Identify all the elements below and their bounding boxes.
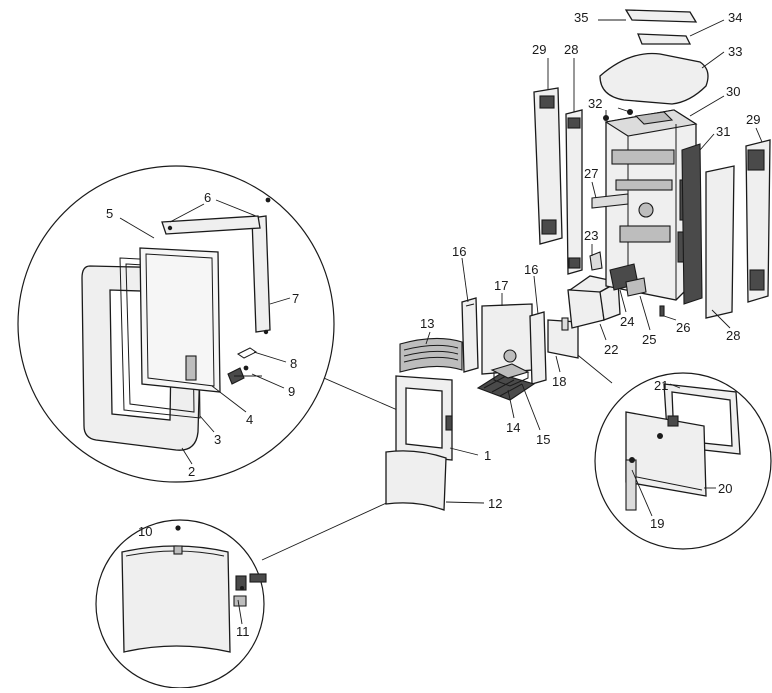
side-liner-16-right: [529, 311, 547, 385]
leader-lines: [119, 19, 763, 625]
callout-labels: 1 2 3 4 5 6 7 8 9 10 11 12 13 14 15 16 1…: [106, 10, 760, 639]
callout-2: 2: [188, 464, 195, 479]
right-side-panel-29: [745, 139, 771, 303]
door-glass-5: [139, 247, 221, 393]
callout-10: 10: [138, 524, 152, 539]
callout-19: 19: [650, 516, 664, 531]
callout-27: 27: [584, 166, 598, 181]
callout-35: 35: [574, 10, 588, 25]
glass-retainer-frame-7: [161, 197, 271, 335]
flue-fitting-23: [589, 251, 603, 271]
callout-24: 24: [620, 314, 634, 329]
callout-20: 20: [718, 481, 732, 496]
rear-panel-31: [681, 143, 703, 305]
door-handle-hinge-4: [185, 347, 262, 385]
callout-3: 3: [214, 432, 221, 447]
callout-29-left: 29: [532, 42, 546, 57]
callout-6: 6: [204, 190, 211, 205]
callout-16-left: 16: [452, 244, 466, 259]
right-rear-strip-28: [705, 165, 735, 319]
callout-12: 12: [488, 496, 502, 511]
top-cover-35: [624, 9, 698, 23]
fire-door-1: [395, 375, 453, 461]
lower-door-hinge-11: [173, 525, 267, 607]
door-catch-25: [625, 277, 647, 297]
hatch-hinge-19: [625, 415, 679, 511]
callout-28-right: 28: [726, 328, 740, 343]
cable-bracket-27: [591, 193, 629, 209]
callout-8: 8: [290, 356, 297, 371]
callout-5: 5: [106, 206, 113, 221]
callout-28-left: 28: [564, 42, 578, 57]
left-rear-strip-28: [565, 109, 583, 275]
top-insert-34: [637, 33, 692, 45]
callout-26: 26: [676, 320, 690, 335]
callout-14: 14: [506, 420, 520, 435]
callout-21: 21: [654, 378, 668, 393]
callout-18: 18: [552, 374, 566, 389]
callout-9: 9: [288, 384, 295, 399]
callout-31: 31: [716, 124, 730, 139]
left-side-panel-29: [533, 87, 563, 245]
ashpan-door-zoom-connector: [261, 499, 394, 561]
callout-11: 11: [236, 624, 250, 639]
callout-25: 25: [642, 332, 656, 347]
burn-pot-15: [490, 363, 530, 387]
burn-pot-base-14: [476, 373, 536, 401]
back-liner-17: [481, 303, 533, 375]
side-liner-16-left: [461, 297, 479, 373]
callout-13: 13: [420, 316, 434, 331]
door-zoom-connector: [309, 371, 403, 413]
hatch-cover-18: [547, 317, 579, 359]
callout-32: 32: [588, 96, 602, 111]
stove-frame-30: [604, 109, 698, 301]
callout-4: 4: [246, 412, 253, 427]
screw-26: [659, 305, 665, 317]
callout-7: 7: [292, 291, 299, 306]
front-grille-13: [399, 337, 463, 373]
callout-1: 1: [484, 448, 491, 463]
callout-17: 17: [494, 278, 508, 293]
callout-15: 15: [536, 432, 550, 447]
top-panel-33: [599, 52, 709, 105]
callout-29-right: 29: [746, 112, 760, 127]
callout-34: 34: [728, 10, 742, 25]
callout-22: 22: [604, 342, 618, 357]
callout-23: 23: [584, 228, 598, 243]
ashpan-door-12: [385, 450, 447, 511]
callout-33: 33: [728, 44, 742, 59]
hatch-zoom-connector: [573, 351, 613, 384]
lower-door-panel-10: [121, 545, 231, 653]
callout-16-right: 16: [524, 262, 538, 277]
callout-30: 30: [726, 84, 740, 99]
